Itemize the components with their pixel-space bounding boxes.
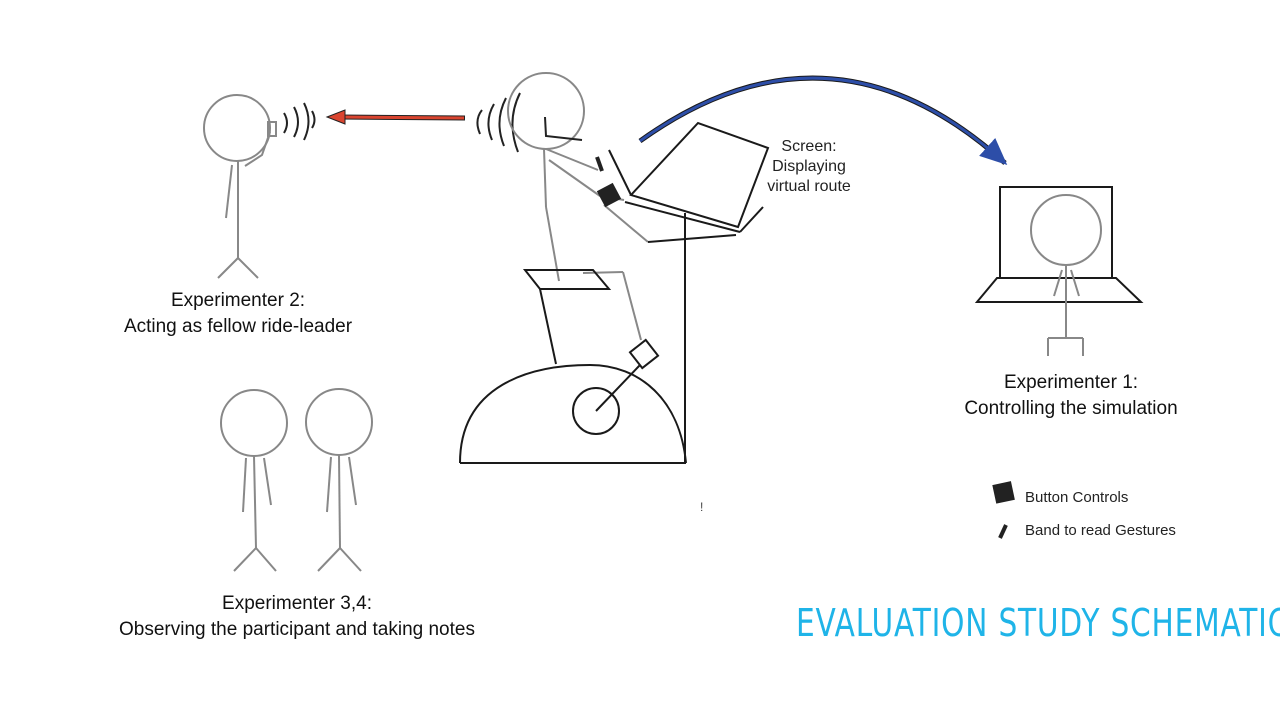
diagram-title: EVALUATION STUDY SCHEMATIC <box>796 601 1280 645</box>
participant-figure <box>507 72 649 341</box>
button-controls-icon <box>596 182 622 208</box>
legend-gesture-band-label: Band to read Gestures <box>1025 522 1176 539</box>
experimenter-1-role: Controlling the simulation <box>964 398 1178 419</box>
experimenter-4-figure <box>305 388 373 572</box>
experimenter-3-figure <box>220 389 288 572</box>
experimenter-34-role: Observing the participant and taking not… <box>119 619 475 640</box>
legend-button-controls-label: Button Controls <box>1025 489 1129 506</box>
experimenter-1-label: Experimenter 1: Controlling the simulati… <box>940 370 1202 422</box>
experimenter-1-figure <box>974 186 1144 356</box>
control-arrow <box>638 75 1008 166</box>
screen-label: Screen: Displaying virtual route <box>756 137 862 197</box>
participant-sound-waves-icon <box>476 92 521 153</box>
participant-face <box>544 116 583 141</box>
small-mark: ! <box>700 500 703 514</box>
experimenter-34-label: Experimenter 3,4: Observing the particip… <box>90 591 504 643</box>
experimenter-2-title: Experimenter 2: <box>170 290 306 311</box>
legend-gesture-band-icon <box>998 524 1008 539</box>
screen-display <box>608 121 770 243</box>
experimenter-2-figure <box>203 94 277 279</box>
experimenter-34-title: Experimenter 3,4: <box>222 593 372 614</box>
voice-arrow <box>325 109 466 125</box>
legend-button-controls-icon <box>992 481 1015 504</box>
screen-label-line3: virtual route <box>767 178 851 195</box>
gesture-band-icon <box>595 156 604 172</box>
experimenter-2-label: Experimenter 2: Acting as fellow ride-le… <box>100 288 376 340</box>
screen-label-line1: Screen: <box>781 138 837 155</box>
experimenter-2-role: Acting as fellow ride-leader <box>123 316 353 337</box>
experimenter-1-title: Experimenter 1: <box>1003 372 1139 393</box>
sound-waves-icon <box>283 102 316 141</box>
screen-label-line2: Displaying <box>772 158 846 175</box>
exercise-bike <box>459 213 687 464</box>
